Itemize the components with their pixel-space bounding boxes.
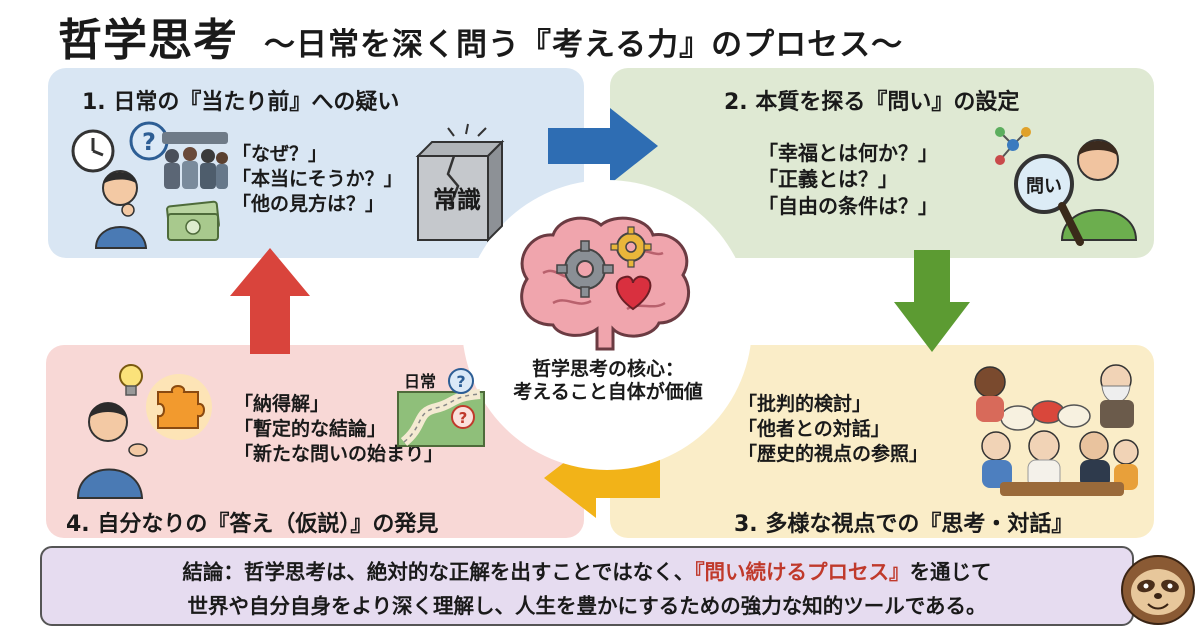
title-main: 哲学思考	[58, 15, 238, 66]
question-bubble-icon: ?	[451, 405, 475, 429]
step3-item: 「批判的検討」	[738, 393, 872, 415]
conclusion-highlight: 『問い続けるプロセス』	[694, 560, 910, 584]
core-line2: 考えること自体が価値	[513, 381, 703, 404]
conclusion-line2: 世界や自分自身をより深く理解し、人生を豊かにするための強力な知的ツールである。	[187, 594, 987, 618]
discussion-group-icon	[974, 364, 1139, 496]
arrow-step2-to-3	[894, 250, 970, 352]
question-bubble-icon: ?	[448, 368, 474, 394]
molecule-icon	[995, 127, 1031, 165]
step3-items: 「批判的検討」 「他者との対話」 「歴史的視点の参照」	[738, 392, 928, 467]
step4-item: 「納得解」	[234, 393, 330, 415]
step4-item: 「暫定的な結論」	[234, 418, 387, 441]
puzzle-icon	[146, 374, 212, 440]
lens-label: 問い	[1026, 176, 1062, 197]
step3-item: 「歴史的視点の参照」	[738, 443, 929, 466]
person-icon	[1060, 139, 1138, 241]
step1-title: 1. 日常の『当たり前』への疑い	[82, 90, 400, 115]
step3-item: 「他者との対話」	[738, 418, 890, 441]
heart-icon	[615, 275, 652, 311]
conclusion-box: 結論：哲学思考は、絶対的な正解を出すことではなく、『問い続けるプロセス』を通じて…	[40, 546, 1134, 626]
step4-item: 「新たな問いの始まり」	[234, 443, 444, 466]
step2-item: 「正義とは？」	[758, 167, 898, 192]
cracked-block-icon	[415, 123, 505, 243]
thinking-person-icon	[76, 402, 148, 499]
core-line1: 哲学思考の核心：	[531, 358, 684, 380]
conclusion-line1: 結論：哲学思考は、絶対的な正解を出すことではなく、『問い続けるプロセス』を通じて	[42, 555, 1132, 585]
step1-questions: 「なぜ？」 「本当にそうか？」 「他の見方は？」	[232, 142, 403, 217]
step2-questions: 「幸福とは何か？」 「正義とは？」 「自由の条件は？」	[758, 140, 938, 219]
lightbulb-icon	[119, 364, 143, 396]
step3-title: 3. 多様な視点での『思考・対話』	[734, 512, 1074, 537]
step1-item: 「なぜ？」	[232, 143, 328, 165]
core-message: 哲学思考の核心： 考えること自体が価値	[478, 358, 738, 404]
question-bubble-icon: ?	[129, 121, 169, 161]
gear-icon	[556, 240, 614, 298]
magnifier-icon	[1014, 154, 1084, 246]
map-label: 日常	[404, 372, 437, 391]
title-subtitle: 〜日常を深く問う『考える力』のプロセス〜	[264, 27, 904, 63]
sloth-icon	[1121, 555, 1195, 625]
clock-icon	[71, 129, 115, 173]
step1-item: 「本当にそうか？」	[232, 168, 403, 191]
gear-icon	[610, 226, 652, 268]
arrow-step1-to-2	[548, 108, 658, 184]
conclusion-prefix: 結論：哲学思考は、絶対的な正解を出すことではなく、	[182, 560, 695, 584]
road-map-icon	[397, 389, 485, 447]
money-icon	[166, 200, 220, 241]
svg-text:?: ?	[456, 372, 465, 391]
crowd-icon	[162, 132, 228, 189]
step2-item: 「自由の条件は？」	[758, 193, 938, 218]
block-label: 常識	[433, 186, 481, 214]
brain-icon	[520, 216, 690, 351]
step4-title: 4. 自分なりの『答え（仮説）』の発見	[66, 512, 439, 537]
step4-items: 「納得解」 「暫定的な結論」 「新たな問いの始まり」	[234, 392, 443, 467]
page-title: 哲学思考 〜日常を深く問う『考える力』のプロセス〜	[58, 4, 904, 66]
step2-item: 「幸福とは何か？」	[758, 141, 938, 165]
thinking-person-icon	[94, 170, 148, 249]
step2-title: 2. 本質を探る『問い』の設定	[724, 90, 1020, 115]
arrow-step4-to-1	[230, 248, 310, 354]
conclusion-suffix: を通じて	[909, 560, 992, 584]
svg-text:?: ?	[459, 409, 468, 427]
svg-text:?: ?	[142, 128, 156, 156]
step1-item: 「他の見方は？」	[232, 193, 385, 216]
